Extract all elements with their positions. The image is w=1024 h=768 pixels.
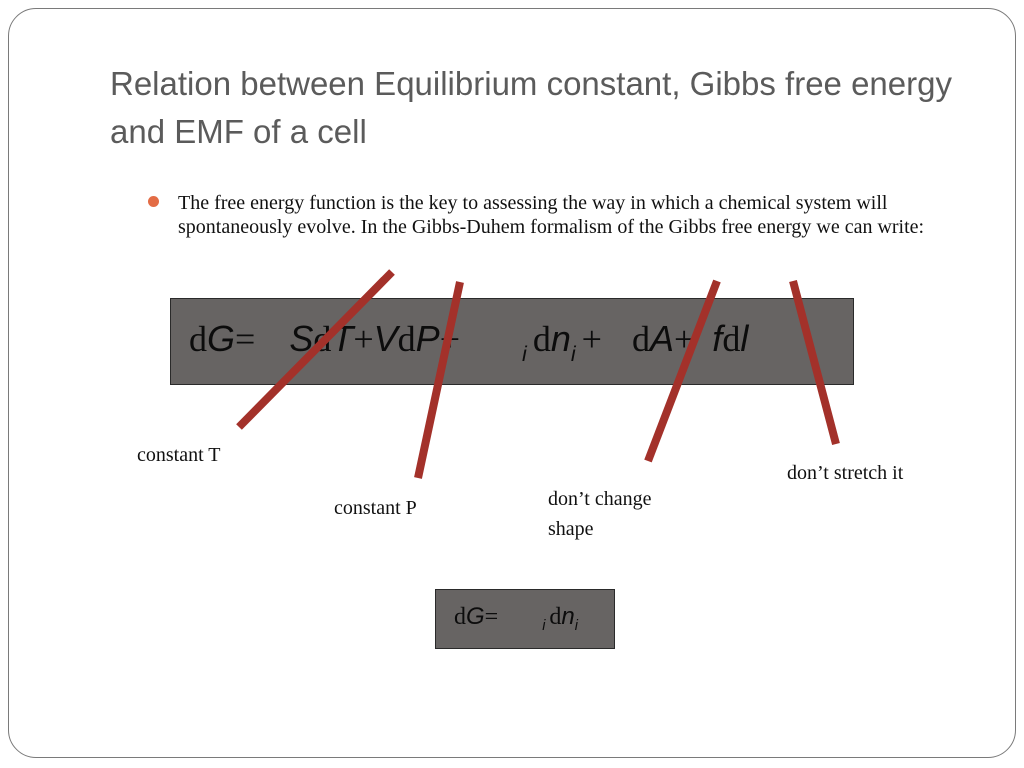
annotation-constant-t: constant T bbox=[137, 444, 221, 466]
eq-subscript: i bbox=[570, 340, 576, 366]
eq-symbol: P bbox=[415, 318, 440, 359]
eq-symbol: d bbox=[722, 319, 741, 359]
eq-symbol: l bbox=[740, 318, 749, 359]
eq-symbol: + bbox=[673, 319, 695, 359]
eq-symbol: d bbox=[631, 319, 650, 359]
eq-symbol: + bbox=[439, 319, 460, 359]
eq-subscript: i bbox=[522, 340, 527, 366]
eq-symbol: n bbox=[561, 603, 575, 630]
eq-symbol: d bbox=[313, 319, 332, 359]
eq-symbol: V bbox=[373, 318, 398, 359]
eq-symbol: + bbox=[581, 319, 602, 359]
bullet-marker bbox=[148, 196, 159, 207]
annotation-dont-change-shape: don’t change shape bbox=[548, 488, 652, 540]
eq-subscript: i bbox=[574, 618, 578, 635]
bullet-text: The free energy function is the key to a… bbox=[178, 192, 925, 238]
eq-subscript: i bbox=[542, 618, 546, 635]
eq-symbol: d bbox=[397, 319, 416, 359]
eq-symbol: = bbox=[235, 319, 256, 359]
eq-symbol: d bbox=[549, 604, 562, 630]
annotation-dont-stretch: don’t stretch it bbox=[787, 462, 904, 484]
eq-symbol: + bbox=[353, 319, 374, 359]
annotation-constant-p: constant P bbox=[334, 497, 417, 519]
eq-symbol: T bbox=[331, 318, 354, 359]
eq-symbol: S bbox=[289, 318, 314, 359]
eq-symbol: G bbox=[207, 318, 236, 359]
eq-symbol: d bbox=[532, 319, 551, 359]
eq-symbol: G bbox=[466, 603, 485, 630]
slide-title: Relation between Equilibrium constant, G… bbox=[110, 65, 952, 150]
eq-symbol: d bbox=[189, 319, 207, 359]
eq-symbol: A bbox=[649, 318, 674, 359]
eq-symbol: f bbox=[712, 318, 723, 359]
eq-symbol: d bbox=[454, 604, 466, 630]
eq-symbol: = bbox=[484, 604, 499, 630]
eq-symbol: n bbox=[550, 318, 571, 359]
